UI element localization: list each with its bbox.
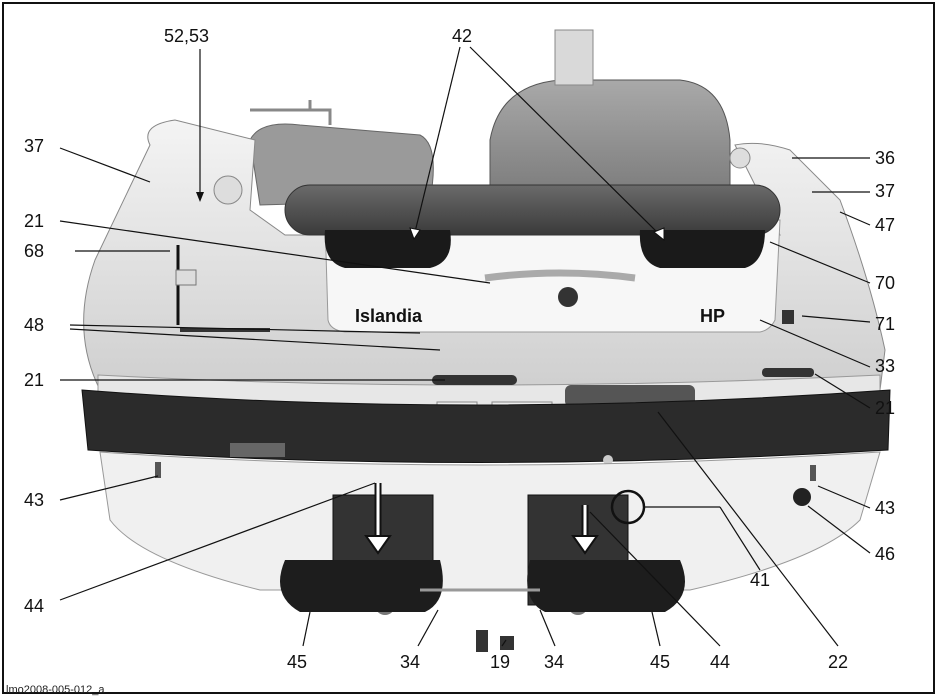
right-speaker [729, 147, 751, 169]
side-stud-left [155, 462, 161, 478]
hull-plate [230, 443, 285, 457]
hp-decal: HP [700, 306, 725, 326]
callout-34-left: 34 [400, 652, 420, 672]
left-speaker [213, 175, 243, 205]
brand-emblem [558, 287, 578, 307]
driver-seat-back [489, 79, 731, 201]
callout-37-left: 37 [24, 136, 44, 156]
callout-45-left: 45 [287, 652, 307, 672]
right-reverse-gate [527, 560, 685, 612]
left-storage-opening [324, 230, 451, 268]
platform-handle-right [762, 368, 814, 377]
callout-52-53: 52,53 [164, 26, 209, 46]
left-ladder-step [175, 269, 197, 286]
callout-68: 68 [24, 241, 44, 261]
figure-caption: lmo2008-005-012_a [6, 684, 105, 696]
side-drain-right [793, 488, 811, 506]
callout-41: 41 [750, 570, 770, 590]
right-storage-opening [639, 230, 765, 268]
left-stripe [180, 328, 270, 332]
callout-44-left: 44 [24, 596, 44, 616]
callout-21-right: 21 [875, 398, 895, 418]
callout-19: 19 [490, 652, 510, 672]
callout-71: 71 [875, 314, 895, 334]
callout-43-left: 43 [24, 490, 44, 510]
arrow-44-right [571, 505, 599, 555]
callout-46: 46 [875, 544, 895, 564]
callout-70: 70 [875, 273, 895, 293]
callout-21-top: 21 [24, 211, 44, 231]
callout-43-right: 43 [875, 498, 895, 518]
callout-44-right: 44 [710, 652, 730, 672]
arrow-44-left [364, 483, 392, 555]
rear-cushion [284, 184, 781, 236]
tow-eye-center [476, 630, 488, 652]
callout-37-right: 37 [875, 181, 895, 201]
callout-47: 47 [875, 215, 895, 235]
callout-22: 22 [828, 652, 848, 672]
trim-tab-right [500, 636, 514, 650]
brand-decal: Islandia [355, 306, 423, 326]
callout-36: 36 [875, 148, 895, 168]
windshield-post [554, 29, 594, 86]
left-reverse-gate [280, 560, 443, 612]
callout-48: 48 [24, 315, 44, 335]
platform-handle-left [432, 375, 517, 385]
lower-hull [99, 451, 881, 591]
callout-34-right: 34 [544, 652, 564, 672]
leader-lines [59, 46, 871, 647]
highlight-circle [610, 489, 646, 525]
side-fitting-right [782, 310, 794, 324]
transom-grab-handle [484, 269, 636, 282]
callout-42: 42 [452, 26, 472, 46]
side-stud-right [810, 465, 816, 481]
drain-plug [603, 455, 613, 465]
callout-33: 33 [875, 356, 895, 376]
callout-21-mid: 21 [24, 370, 44, 390]
callout-45-right: 45 [650, 652, 670, 672]
